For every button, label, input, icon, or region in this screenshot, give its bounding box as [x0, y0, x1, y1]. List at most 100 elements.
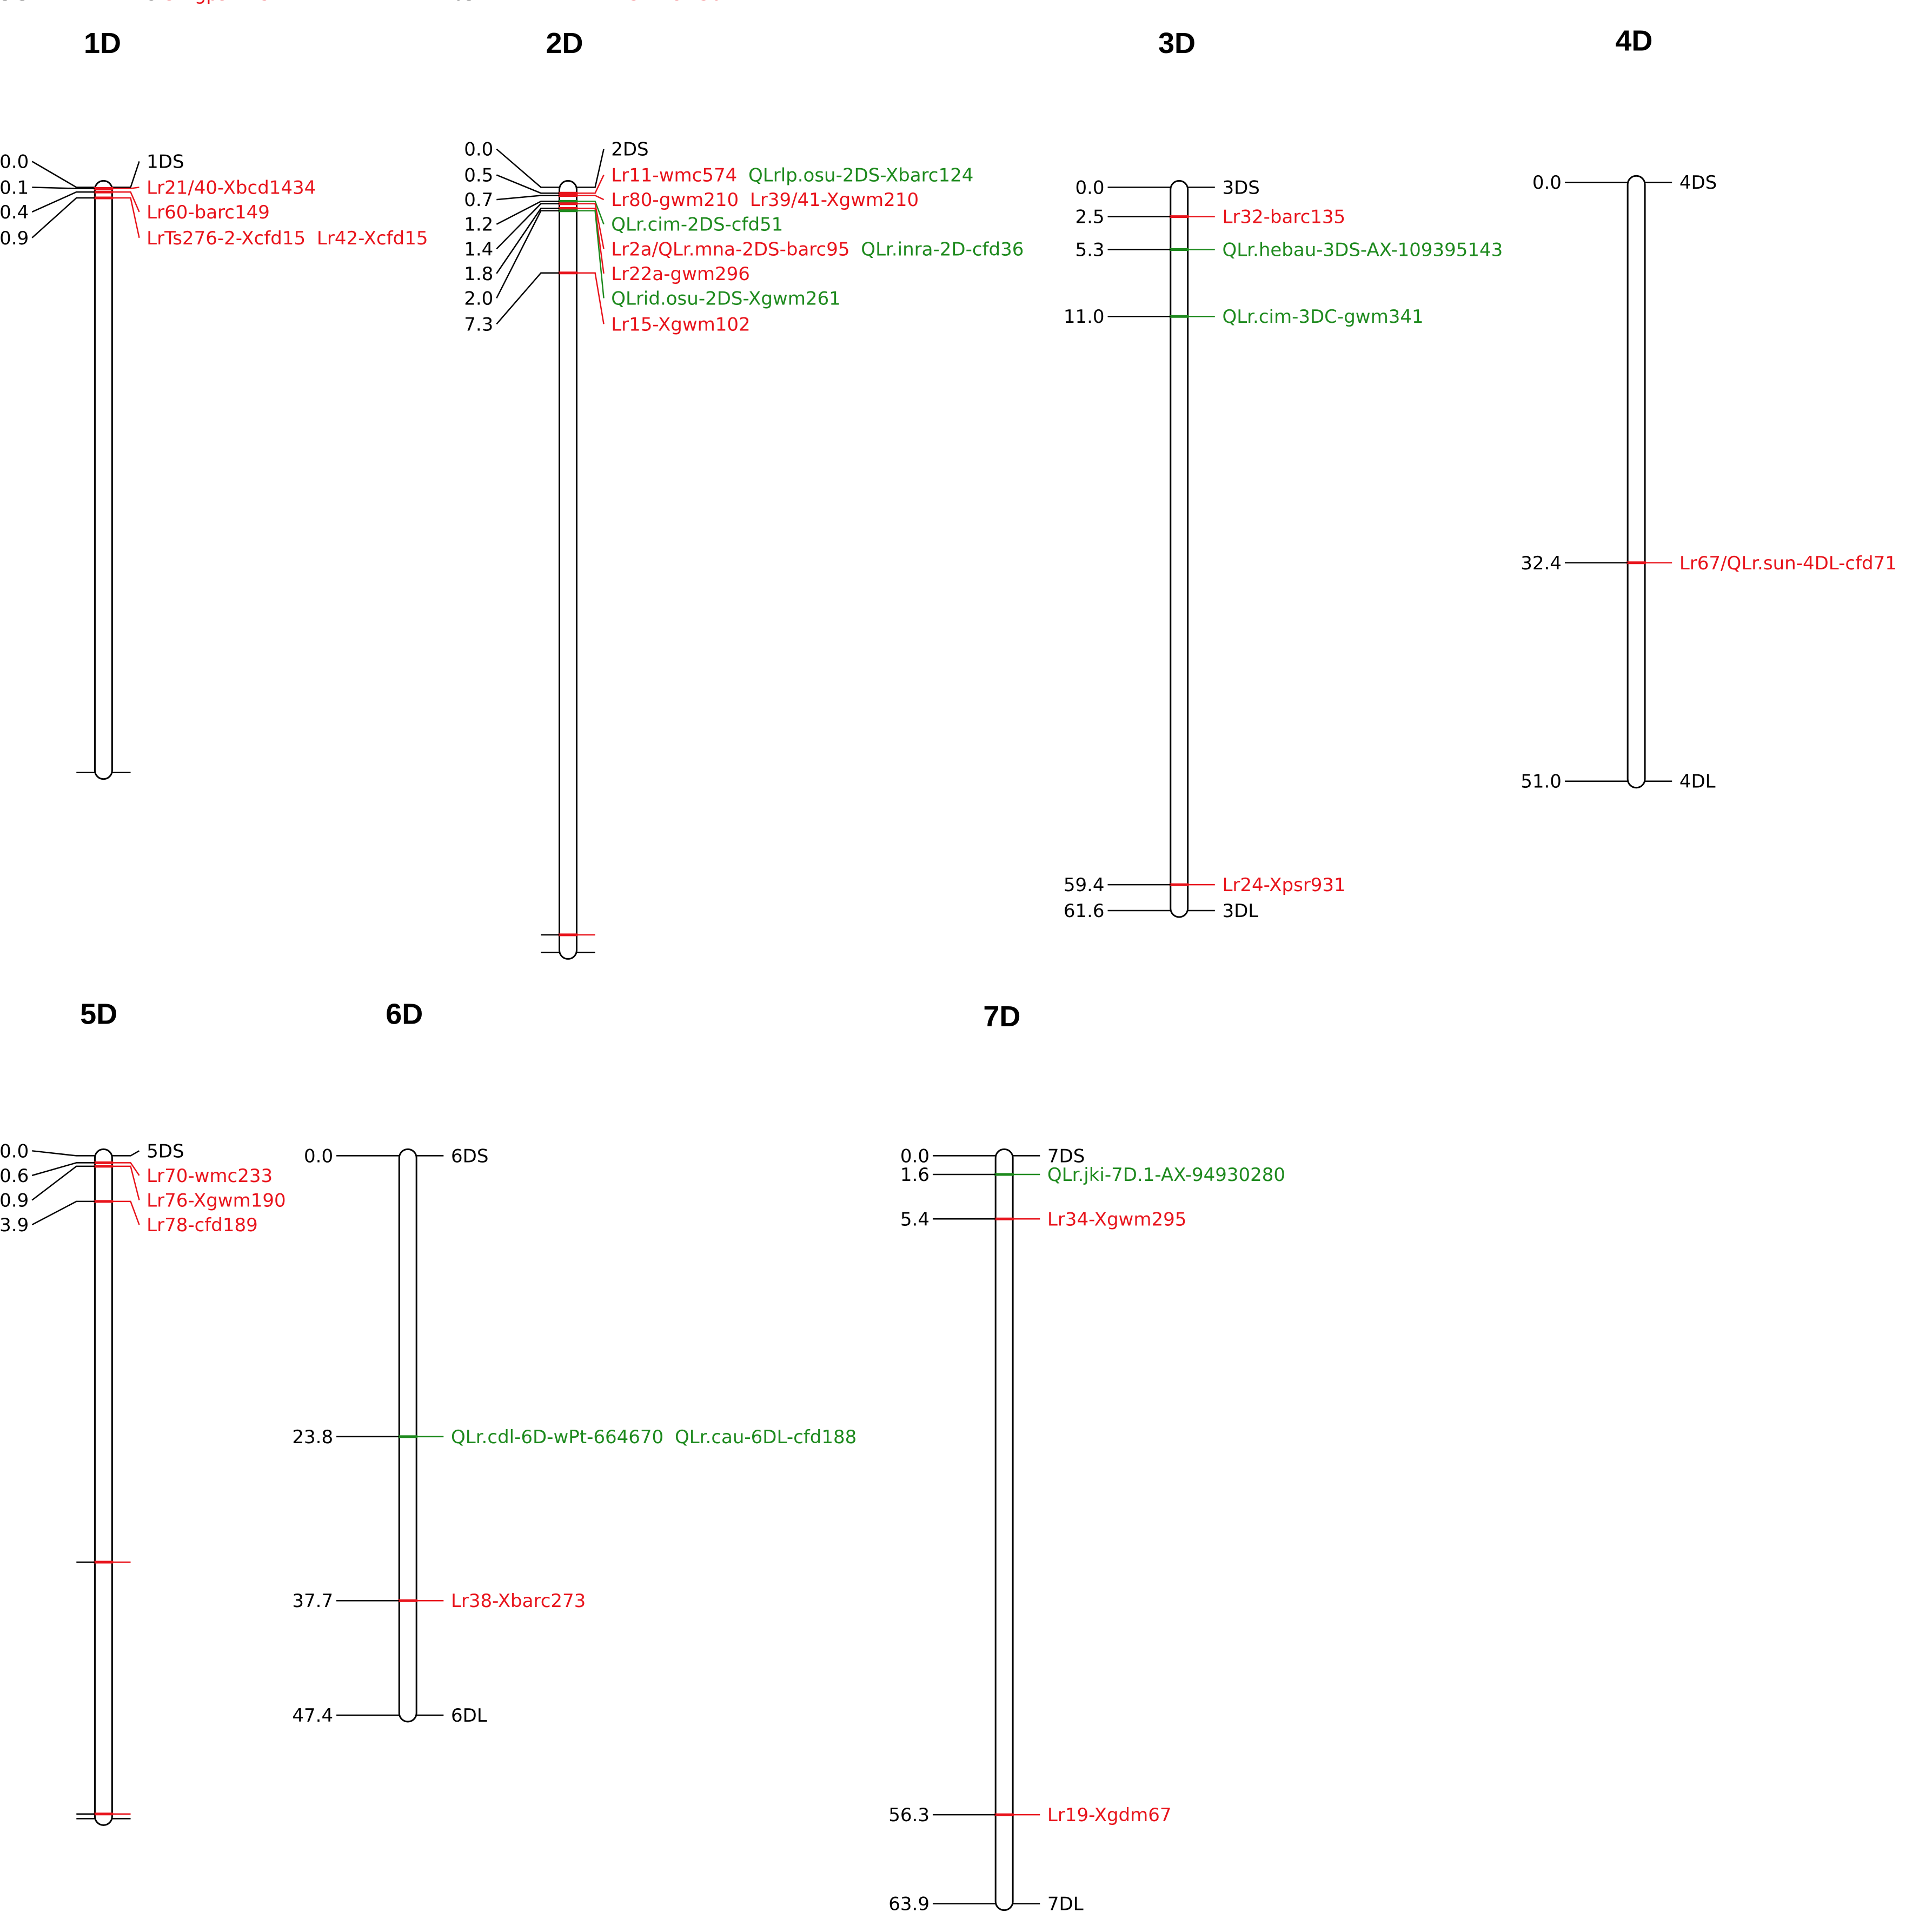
marker-label-part: Lr34-Xgwm295	[1047, 1209, 1186, 1230]
position-connector	[31, 1162, 95, 1177]
position-label: 5.4	[900, 1209, 930, 1230]
label-connector	[576, 210, 605, 298]
marker-label-part: Lr76-Xgwm190	[147, 1190, 286, 1211]
position-label: 0.0	[304, 1145, 333, 1167]
position-label: 56.3	[888, 1804, 930, 1826]
position-label: 0.5	[464, 165, 493, 187]
marker: 56.6 5DL	[0, 0, 183, 1820]
label-connector	[576, 201, 605, 225]
marker-label: 7DL	[1047, 1894, 1084, 1915]
position-label: 0.0	[0, 151, 29, 173]
position-label: 2.0	[464, 288, 493, 309]
chromosome-title: 3D	[1158, 27, 1196, 59]
marker-label-part: Lr42-Xcfd15	[311, 228, 428, 249]
marker-label-part: 5DL	[147, 0, 183, 5]
chromosome-title: 1D	[84, 27, 121, 59]
marker-label: 6DS	[451, 1145, 488, 1167]
marker-label: 4DL	[1679, 771, 1716, 793]
position-connector	[31, 191, 95, 213]
chromosome-bar	[1626, 175, 1646, 789]
label-connector	[112, 1200, 140, 1225]
label-connector	[112, 191, 140, 213]
position-label: 32.4	[1521, 553, 1562, 574]
position-connector	[496, 203, 560, 250]
marker-label: 3DL	[1222, 900, 1258, 922]
position-label: 0.0	[0, 1140, 29, 1162]
marker-label-part: QLr.hebau-3DS-AX-109395143	[1222, 239, 1503, 261]
chromosome-title: 5D	[80, 998, 117, 1031]
position-label: 1.8	[464, 263, 493, 285]
marker-label: 1DL	[147, 0, 183, 5]
label-connector	[112, 1150, 140, 1157]
marker-label-part: Lr54-Xcfd50	[611, 0, 722, 5]
chromosome-bar	[94, 1148, 113, 1826]
marker-label: Lr76-Xgwm190	[147, 1190, 286, 1211]
position-label: 1.2	[464, 214, 493, 236]
marker-label: Lr57-Xpsr128	[147, 0, 270, 5]
marker: 2.0 QLrid.osu-2DS-Xgwm261	[464, 209, 841, 309]
marker-label-part: 6DL	[451, 1705, 487, 1727]
marker-label-part: 7DS	[1047, 1145, 1085, 1167]
marker: 1.8 Lr22a-gwm296	[464, 207, 750, 285]
label-connector	[112, 161, 140, 188]
marker-label-part: Lr70-wmc233	[147, 1165, 273, 1187]
marker-label: Lr67/QLr.sun-4DL-cfd71	[1679, 553, 1897, 574]
marker-label-part: Lr80-gwm210	[611, 189, 739, 211]
marker-label-part: 1DL	[147, 0, 183, 5]
position-label: 3.9	[0, 1214, 29, 1236]
marker-label-part: 6DS	[451, 1145, 488, 1167]
marker-label: Lr15-Xgwm102	[611, 314, 750, 335]
position-connector	[31, 197, 95, 238]
marker-label-part: QLrlp.osu-2DS-Xbarc124	[742, 165, 973, 187]
marker-label-part: Lr67/QLr.sun-4DL-cfd71	[1679, 553, 1897, 574]
position-label: 51.0	[1521, 771, 1562, 793]
position-connector	[31, 161, 95, 188]
position-connector	[496, 195, 560, 201]
position-label: 0.0	[464, 139, 493, 161]
position-label: 1.4	[464, 238, 493, 260]
position-connector	[32, 187, 95, 189]
position-label: 63.7	[453, 0, 494, 5]
position-label: 11.0	[1064, 306, 1105, 328]
marker: 56.2Lr1-Xgwm272	[0, 0, 274, 1816]
position-label: 0.0	[1532, 172, 1562, 194]
position-label: 23.8	[292, 1426, 333, 1448]
marker-label-part: QLr.cim-2DS-cfd51	[611, 214, 783, 236]
marker-label: QLr.jki-7D.1-AX-94930280	[1047, 1164, 1285, 1186]
position-label: 0.4	[0, 202, 29, 223]
position-connector	[496, 148, 560, 188]
chromosome-bar	[94, 180, 113, 780]
marker-label: QLr.cdl-6D-wPt-664670 QLr.cau-6DL-cfd188	[451, 1426, 857, 1448]
position-label: 0.1	[0, 177, 29, 198]
marker-label: Lr78-cfd189	[147, 1214, 258, 1236]
marker-label: Lr54-Xcfd50	[611, 0, 722, 5]
marker-label: LrTs276-2-Xcfd15 Lr42-Xcfd15	[147, 228, 428, 249]
marker-label-part: QLrid.osu-2DS-Xgwm261	[611, 288, 841, 309]
label-connector	[112, 1162, 140, 1176]
position-label: 56.6	[0, 0, 29, 5]
position-connector	[31, 1165, 95, 1201]
position-connector	[496, 208, 560, 274]
chromosome-bar	[1170, 180, 1189, 918]
marker-label-part: Lr57-Xpsr128	[147, 0, 270, 5]
marker-label: Lr22a-gwm296	[611, 263, 750, 285]
marker-label-part: Lr15-Xgwm102	[611, 314, 750, 335]
chromosome-bar	[559, 180, 577, 960]
